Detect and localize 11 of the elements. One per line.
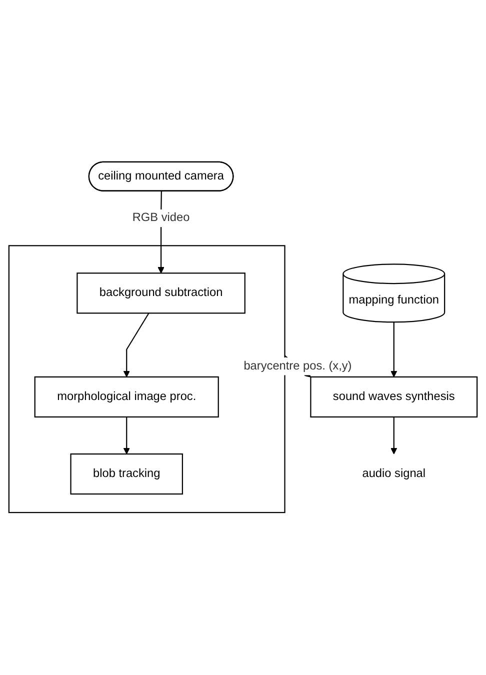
arrow — [390, 417, 398, 455]
arrow — [390, 322, 398, 378]
node-box: blob tracking — [70, 454, 184, 495]
edge-label: RGB video — [132, 212, 190, 224]
node-box: morphological image proc. — [34, 376, 219, 418]
arrow — [123, 313, 150, 378]
node-box: background subtraction — [76, 272, 246, 314]
node-text: audio signal — [362, 468, 426, 480]
edge-label: barycentre pos. (x,y) — [244, 360, 352, 373]
arrow — [123, 417, 130, 455]
node-box: sound waves synthesis — [310, 376, 478, 418]
